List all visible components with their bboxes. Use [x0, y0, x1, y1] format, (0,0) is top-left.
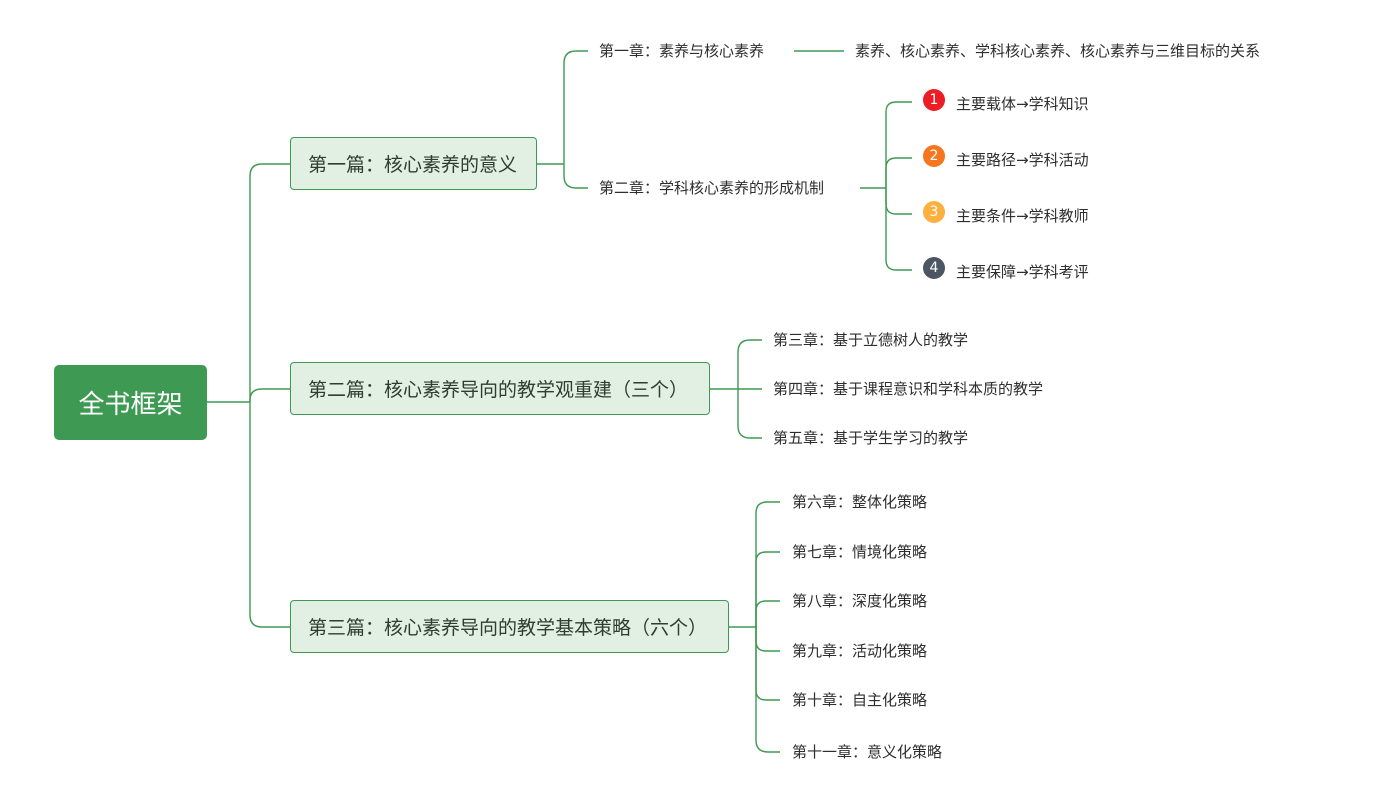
number-2-marker-icon: 2 [923, 145, 945, 167]
number-3-marker-icon: 3 [923, 201, 945, 223]
chapter-8-node[interactable]: 第八章：深度化策略 [792, 592, 928, 610]
mechanism-4-node[interactable]: 主要保障→学科考评 [956, 263, 1089, 281]
part-2-node[interactable]: 第二篇：核心素养导向的教学观重建（三个） [290, 362, 710, 415]
chapter-4-node[interactable]: 第四章：基于课程意识和学科本质的教学 [773, 380, 1044, 398]
chapter-11-node[interactable]: 第十一章：意义化策略 [792, 743, 943, 761]
part-1-node[interactable]: 第一篇：核心素养的意义 [290, 137, 537, 190]
chapter-7-node[interactable]: 第七章：情境化策略 [792, 543, 928, 561]
chapter-1-node[interactable]: 第一章：素养与核心素养 [599, 42, 765, 60]
part-3-node[interactable]: 第三篇：核心素养导向的教学基本策略（六个） [290, 600, 729, 653]
chapter-2-node[interactable]: 第二章：学科核心素养的形成机制 [599, 179, 825, 197]
number-4-marker-icon: 4 [923, 257, 945, 279]
mechanism-3-node[interactable]: 主要条件→学科教师 [956, 207, 1089, 225]
root-node[interactable]: 全书框架 [54, 365, 207, 440]
chapter-9-node[interactable]: 第九章：活动化策略 [792, 642, 928, 660]
mechanism-2-node[interactable]: 主要路径→学科活动 [956, 151, 1089, 169]
chapter-1-detail-node[interactable]: 素养、核心素养、学科核心素养、核心素养与三维目标的关系 [855, 42, 1261, 60]
chapter-6-node[interactable]: 第六章：整体化策略 [792, 493, 928, 511]
chapter-10-node[interactable]: 第十章：自主化策略 [792, 691, 928, 709]
number-1-marker-icon: 1 [923, 89, 945, 111]
chapter-3-node[interactable]: 第三章：基于立德树人的教学 [773, 331, 969, 349]
mechanism-1-node[interactable]: 主要载体→学科知识 [956, 95, 1089, 113]
chapter-5-node[interactable]: 第五章：基于学生学习的教学 [773, 429, 969, 447]
